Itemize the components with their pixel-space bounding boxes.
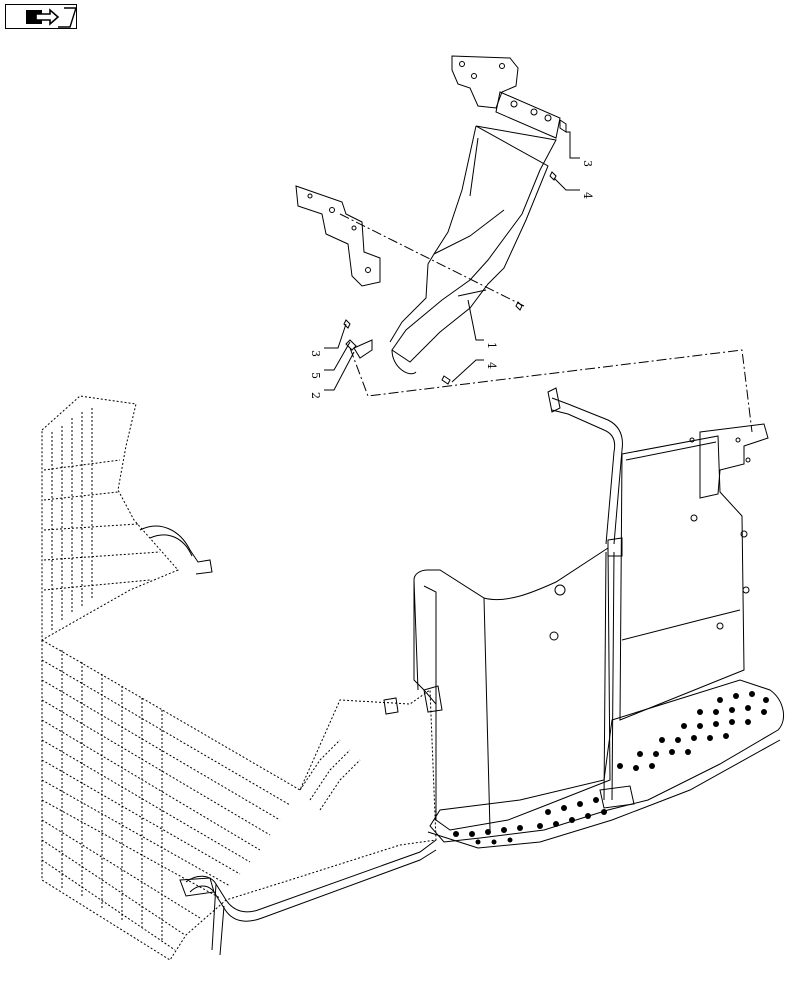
- callout-label: 1: [485, 342, 498, 349]
- chute-part-1: [389, 125, 557, 375]
- side-enclosure: [619, 423, 769, 721]
- book-navigation-button[interactable]: [5, 4, 77, 29]
- platform-holes: [453, 691, 769, 845]
- grating-panel-upper: [41, 395, 179, 641]
- assembly-leader-lines: [339, 213, 753, 433]
- callout-labels: 3 4 1 4 3 5 2: [309, 160, 594, 399]
- step-platform: [427, 679, 785, 849]
- book-arrow-icon: [26, 7, 77, 28]
- callout-label: 3: [309, 350, 322, 357]
- center-shield: [413, 547, 611, 831]
- handrail-lower: [139, 525, 437, 956]
- grating-platform: [41, 639, 437, 961]
- callout-label: 4: [581, 192, 594, 199]
- left-bracket: [295, 185, 381, 287]
- callout-label: 4: [485, 362, 498, 369]
- handrail-right: [547, 387, 623, 801]
- callout-label: 2: [309, 392, 322, 399]
- callout-leaders: [324, 131, 580, 391]
- fasteners-upper: [343, 119, 567, 385]
- top-bracket: [451, 55, 561, 139]
- shield-mount-brackets: [383, 685, 635, 809]
- callout-label: 5: [309, 372, 322, 379]
- callout-label: 3: [581, 160, 594, 167]
